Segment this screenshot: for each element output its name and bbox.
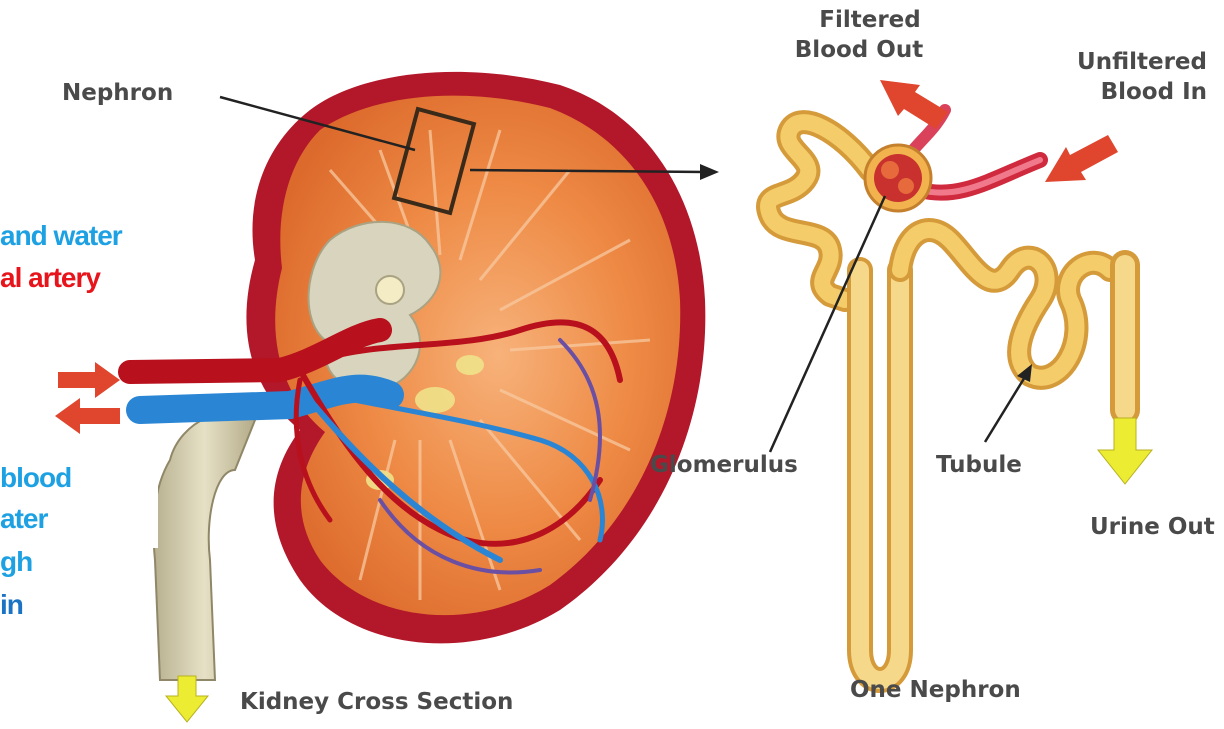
filtered-blood-out-line-2: Blood Out — [768, 35, 950, 65]
side-text-ater: ater — [0, 503, 47, 535]
nephron-label: Nephron — [62, 78, 173, 108]
side-text-blood: blood — [0, 462, 71, 494]
kidney-cross-section — [55, 72, 705, 722]
kidney-to-nephron-arrowhead — [700, 164, 719, 180]
unfiltered-blood-in-arrow — [1045, 135, 1118, 182]
one-nephron-label: One Nephron — [850, 675, 1021, 705]
side-text-in: in — [0, 589, 23, 621]
urine-out-label: Urine Out — [1090, 512, 1215, 542]
side-text-artery-line: al artery — [0, 262, 100, 294]
renal-flow-arrows — [55, 362, 120, 434]
side-text-al: al — [0, 262, 21, 293]
urine-out-arrow — [1098, 418, 1152, 484]
filtered-blood-out-arrow — [880, 80, 948, 129]
tubule-pointer-line — [985, 372, 1028, 442]
side-text-and-water: and water — [0, 220, 122, 252]
unfiltered-blood-in-line-1: Unfiltered — [1032, 47, 1207, 77]
filtered-blood-out-line-1: Filtered — [790, 5, 950, 35]
unfiltered-blood-in-line-2: Blood In — [1032, 77, 1207, 107]
side-text-gh: gh — [0, 546, 32, 578]
one-nephron — [768, 110, 1125, 680]
kidney-urine-arrow — [166, 676, 208, 722]
filtered-blood-out-label: Filtered Blood Out — [790, 5, 950, 65]
glomerulus-capsule — [865, 145, 931, 211]
ureter — [153, 412, 255, 680]
pelvis-calyx — [376, 276, 404, 304]
tubule-label: Tubule — [936, 450, 1022, 480]
glomerulus-label: Glomerulus — [650, 450, 798, 480]
side-text-artery: artery — [28, 262, 100, 293]
kidney-cross-section-label: Kidney Cross Section — [240, 687, 513, 717]
unfiltered-blood-in-label: Unfiltered Blood In — [1032, 47, 1207, 107]
